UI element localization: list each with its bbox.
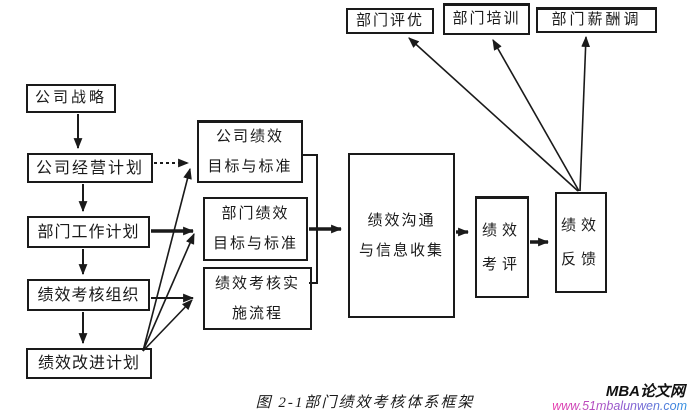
node-performance-improvement-plan: 绩效改进计划: [26, 348, 152, 379]
node-performance-feedback: 绩效 反馈: [555, 192, 607, 293]
node-department-performance-goals: 部门绩效 目标与标准: [203, 197, 308, 261]
node-performance-evaluation: 绩效 考评: [475, 196, 529, 298]
node-performance-communication: 绩效沟通 与信息收集: [348, 153, 455, 318]
figure-caption: 图 2-1部门绩效考核体系框架: [255, 395, 475, 411]
node-department-work-plan: 部门工作计划: [27, 216, 150, 248]
node-appraisal-organization: 绩效考核组织: [27, 279, 150, 311]
node-department-training: 部门培训: [443, 3, 530, 35]
node-department-commendation: 部门评优: [346, 8, 434, 34]
watermark-site-name: MBA论文网: [605, 383, 685, 400]
node-company-business-plan: 公司经营计划: [27, 153, 153, 183]
node-company-strategy: 公司战略: [26, 84, 116, 113]
node-company-performance-goals: 公司绩效 目标与标准: [197, 120, 303, 183]
node-department-salary-adjustment: 部门薪酬调: [536, 7, 657, 33]
node-appraisal-implementation-process: 绩效考核实 施流程: [203, 267, 312, 330]
watermark-url-link[interactable]: www.51mbalunwen.com: [552, 399, 687, 413]
